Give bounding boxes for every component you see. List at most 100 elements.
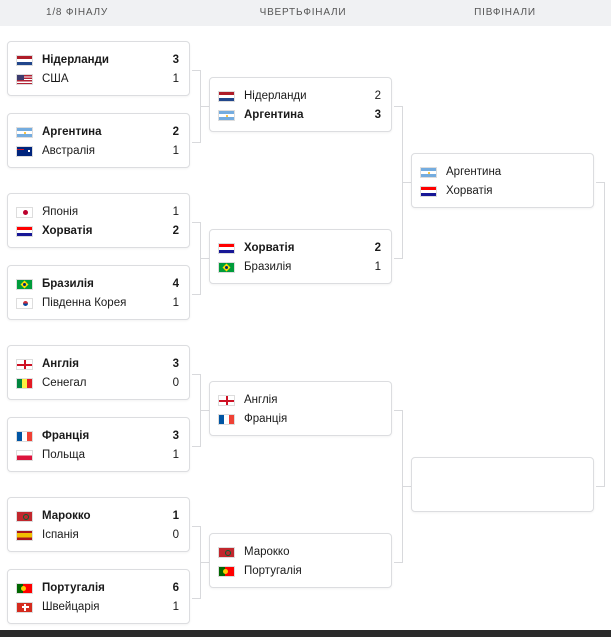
team-score: 2 <box>172 126 179 138</box>
team-score: 2 <box>374 242 381 254</box>
flag-icon-pt <box>16 583 33 594</box>
team-name: Швейцарія <box>42 601 100 613</box>
flag-icon-ma <box>218 547 235 558</box>
flag-icon-au <box>16 146 33 157</box>
team-score: 0 <box>172 529 179 541</box>
team-score: 3 <box>374 109 381 121</box>
team-score: 3 <box>172 430 179 442</box>
team-score: 0 <box>172 377 179 389</box>
team-row: Нідерланди 2 <box>218 87 381 105</box>
team-name: Польща <box>42 449 85 461</box>
team-score: 2 <box>172 225 179 237</box>
team-row: Аргентина 2 <box>16 123 179 141</box>
team-name: Аргентина <box>42 126 102 138</box>
header-round-of-16: 1/8 ФІНАЛУ <box>45 7 109 18</box>
bracket-header: 1/8 ФІНАЛУ ЧВЕРТЬФІНАЛИ ПІВФІНАЛИ <box>0 0 611 26</box>
team-score: 1 <box>172 145 179 157</box>
team-score: 6 <box>172 582 179 594</box>
team-row <box>420 467 583 485</box>
team-score: 3 <box>172 358 179 370</box>
team-name: Австралія <box>42 145 95 157</box>
flag-icon-hr <box>218 243 235 254</box>
team-row: Хорватія 2 <box>218 239 381 257</box>
team-score: 1 <box>172 206 179 218</box>
team-score: 3 <box>172 54 179 66</box>
team-row: Англія <box>218 391 381 409</box>
team-name: Японія <box>42 206 79 218</box>
flag-icon-en <box>16 359 33 370</box>
team-name: Іспанія <box>42 529 79 541</box>
team-row: Нідерланди 3 <box>16 51 179 69</box>
team-name: Нідерланди <box>244 90 307 102</box>
flag-icon-es <box>16 530 33 541</box>
team-row: Швейцарія 1 <box>16 598 179 616</box>
team-name: Марокко <box>244 546 290 558</box>
team-name: Марокко <box>42 510 91 522</box>
team-row: Марокко 1 <box>16 507 179 525</box>
header-quarterfinals: ЧВЕРТЬФІНАЛИ <box>259 7 347 18</box>
team-name: Нідерланди <box>42 54 109 66</box>
team-name: Бразилія <box>244 261 292 273</box>
flag-icon-br <box>218 262 235 273</box>
bottom-bar <box>0 630 611 637</box>
flag-icon-ar <box>218 110 235 121</box>
team-row <box>420 486 583 504</box>
flag-icon-sn <box>16 378 33 389</box>
flag-icon-jp <box>16 207 33 218</box>
team-name: Португалія <box>42 582 105 594</box>
flag-icon-fr <box>16 431 33 442</box>
team-score: 1 <box>172 297 179 309</box>
team-name: Сенегал <box>42 377 87 389</box>
flag-icon-br <box>16 279 33 290</box>
team-name: Англія <box>42 358 79 370</box>
flag-icon-hr <box>16 226 33 237</box>
team-row: Бразилія 4 <box>16 275 179 293</box>
team-score: 1 <box>172 510 179 522</box>
team-name: Хорватія <box>244 242 295 254</box>
flag-icon-ma <box>16 511 33 522</box>
team-row: Австралія 1 <box>16 142 179 160</box>
team-row: Марокко <box>218 543 381 561</box>
team-row: Польща 1 <box>16 446 179 464</box>
flag-icon-hr <box>420 186 437 197</box>
team-name: Аргентина <box>244 109 304 121</box>
team-name: Аргентина <box>446 166 502 178</box>
team-name: США <box>42 73 69 85</box>
flag-icon-us <box>16 74 33 85</box>
flag-icon-ch <box>16 602 33 613</box>
flag-icon-en <box>218 395 235 406</box>
team-row: Франція <box>218 410 381 428</box>
team-row: Сенегал 0 <box>16 374 179 392</box>
team-score: 1 <box>172 449 179 461</box>
flag-icon-pl <box>16 450 33 461</box>
match-card-sf-2[interactable] <box>411 457 594 512</box>
team-name: Бразилія <box>42 278 94 290</box>
flag-icon-ar <box>420 167 437 178</box>
team-score: 2 <box>374 90 381 102</box>
team-row: Японія 1 <box>16 203 179 221</box>
flag-icon-nl <box>218 91 235 102</box>
header-semifinals: ПІВФІНАЛИ <box>474 7 536 18</box>
team-name: Португалія <box>244 565 302 577</box>
team-name: Франція <box>244 413 288 425</box>
team-score: 1 <box>172 601 179 613</box>
flag-icon-pt <box>218 566 235 577</box>
team-score: 4 <box>172 278 179 290</box>
team-name: Хорватія <box>42 225 93 237</box>
